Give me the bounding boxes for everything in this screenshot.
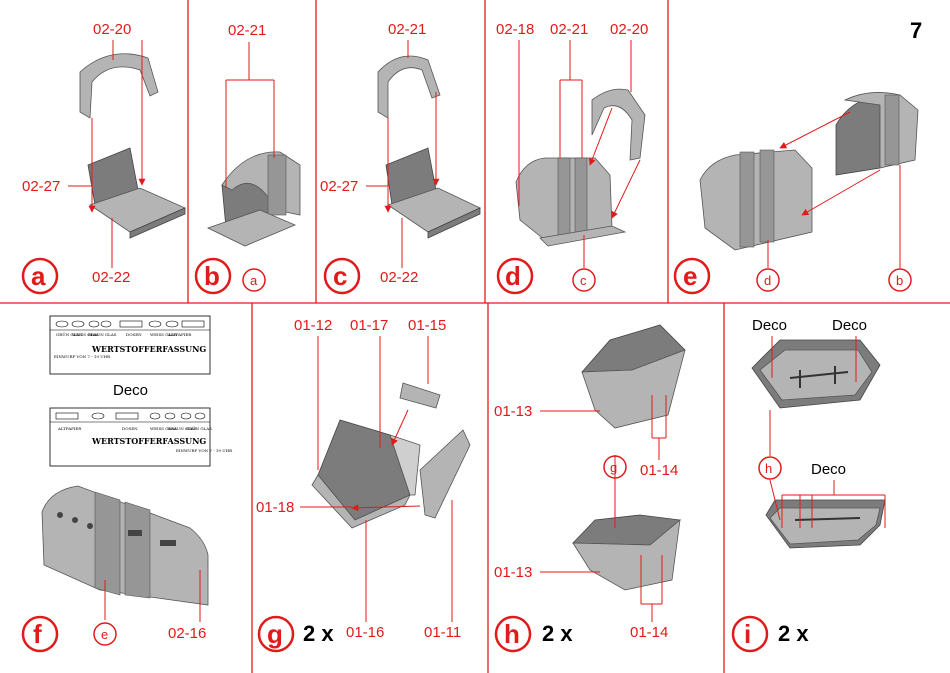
part-02-27-02-22-base	[87, 147, 186, 239]
multiplier-h: 2 x	[542, 621, 573, 646]
ref-b: b	[896, 273, 903, 288]
deco-label: Deco	[113, 382, 148, 399]
step-letter-e: e	[683, 261, 697, 291]
deco-label-2: Deco	[832, 317, 867, 334]
ref-a: a	[250, 273, 258, 288]
deco-sheet-top: GRÜN GLAS WEISS GLAS BRAUN GLAS DOSEN WE…	[49, 315, 211, 375]
page-number: 7	[910, 18, 922, 43]
step-letter-g: g	[267, 619, 283, 649]
label-01-12: 01-12	[294, 317, 332, 334]
step-letter-h: h	[504, 619, 520, 649]
panel-d: 02-18 02-21 02-20 d c	[496, 21, 648, 295]
label-01-15: 01-15	[408, 317, 446, 334]
multiplier-i: 2 x	[778, 621, 809, 646]
deco-cell: WEISS GLAS	[150, 332, 177, 337]
deco-cell: WEISS GLAS	[72, 332, 99, 337]
label-02-27: 02-27	[22, 178, 60, 195]
label-01-13-bottom: 01-13	[494, 564, 532, 581]
step-letter-a: a	[31, 261, 46, 291]
step-letter-f: f	[33, 619, 42, 649]
deco-label-3: Deco	[811, 461, 846, 478]
panel-g: 01-12 01-17 01-15 01-18 01-16 01-11 g 2 …	[256, 317, 471, 653]
panel-e: e d b	[673, 92, 919, 295]
multiplier-g: 2 x	[303, 621, 334, 646]
ref-g: g	[610, 460, 617, 475]
label-01-16: 01-16	[346, 624, 384, 641]
step-letter-d: d	[505, 261, 521, 291]
deco-cell: WEISS GLAS	[150, 426, 177, 431]
panel-i: Deco Deco Deco i 2 x h	[731, 317, 886, 653]
label-01-14-top: 01-14	[640, 462, 678, 479]
label-02-21: 02-21	[228, 22, 266, 39]
deco-sheet-bottom: ALTPAPIER DOSEN WEISS GLAS BRAUN GLAS GR…	[49, 407, 233, 467]
label-02-16: 02-16	[168, 625, 206, 642]
step-letter-c: c	[333, 261, 347, 291]
deco-cell: ALTPAPIER	[57, 426, 82, 431]
label-02-22: 02-22	[92, 269, 130, 286]
ref-d: d	[764, 273, 771, 288]
deco-cell: BRAUN GLAS	[168, 426, 197, 431]
ref-c: c	[580, 273, 587, 288]
panel-a: 02-20 02-27 02-22 a	[21, 21, 186, 295]
deco-title-top: WERTSTOFFERFASSUNG	[91, 344, 206, 354]
deco-cell: GRÜN GLAS	[186, 426, 212, 431]
panel-h: 01-13 01-14 01-13 01-14 h 2 x g	[494, 324, 686, 653]
panel-f: GRÜN GLAS WEISS GLAS BRAUN GLAS DOSEN WE…	[21, 315, 233, 653]
deco-cell: DOSEN	[122, 426, 138, 431]
label-01-13-top: 01-13	[494, 403, 532, 420]
deco-title-bottom: WERTSTOFFERFASSUNG	[91, 436, 206, 446]
label-01-18: 01-18	[256, 499, 294, 516]
label-02-21: 02-21	[550, 21, 588, 38]
deco-note-top: EINWURF VON 7 - 19 UHR	[54, 354, 111, 359]
label-01-11: 01-11	[424, 624, 461, 641]
label-02-27: 02-27	[320, 178, 358, 195]
step-letter-i: i	[744, 619, 751, 649]
deco-label-1: Deco	[752, 317, 787, 334]
deco-cell: GRÜN GLAS	[56, 332, 82, 337]
label-01-17: 01-17	[350, 317, 388, 334]
label-02-20: 02-20	[610, 21, 648, 38]
step-letter-b: b	[204, 261, 220, 291]
panel-b: 02-21 b a	[194, 22, 301, 295]
label-01-14-bottom: 01-14	[630, 624, 668, 641]
label-02-21: 02-21	[388, 21, 426, 38]
deco-cell: BRAUN GLAS	[88, 332, 117, 337]
ref-h: h	[765, 461, 772, 476]
label-02-22: 02-22	[380, 269, 418, 286]
part-02-20-hood	[79, 53, 159, 119]
panel-c: 02-21 02-27 02-22 c	[320, 21, 481, 295]
label-02-20: 02-20	[93, 21, 131, 38]
deco-note-bottom: EINWURF VON 7 - 19 UHR	[176, 448, 233, 453]
ref-e: e	[101, 627, 108, 642]
assembled-container	[41, 485, 209, 606]
label-02-18: 02-18	[496, 21, 534, 38]
deco-cell: DOSEN	[126, 332, 142, 337]
deco-cell: ALTPAPIER	[167, 332, 192, 337]
